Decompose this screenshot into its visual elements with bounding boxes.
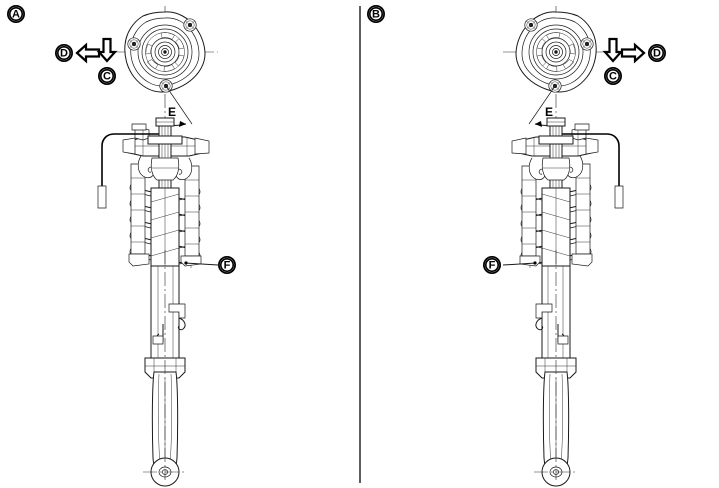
callout-direction-c-b: C <box>603 66 623 86</box>
strut-assembly-a <box>97 117 210 487</box>
callout-direction-d-a: D <box>54 43 74 63</box>
svg-text:F: F <box>224 260 231 272</box>
arrow-down-icon-b <box>603 37 623 63</box>
svg-text:D: D <box>60 48 68 60</box>
angle-e-label-a: E <box>168 105 176 119</box>
part-f-leader-b <box>502 261 537 266</box>
svg-text:C: C <box>609 71 617 83</box>
callout-part-f-a: F <box>217 255 237 275</box>
arrow-right-icon-b <box>620 43 646 63</box>
strut-upper-mount-plate-a <box>124 11 206 93</box>
panel-label-a: A <box>6 4 26 24</box>
callout-part-f-b: F <box>482 255 502 275</box>
panel-b: E B D <box>366 4 667 487</box>
angle-e-label-b: E <box>545 105 553 119</box>
svg-text:C: C <box>103 71 111 83</box>
arrow-down-icon-a <box>97 37 117 63</box>
panel-label-b: B <box>366 4 386 24</box>
strut-upper-mount-plate-b <box>515 11 597 93</box>
svg-text:D: D <box>653 48 661 60</box>
arrow-left-icon-a <box>75 43 101 63</box>
svg-text:A: A <box>12 9 20 21</box>
svg-text:B: B <box>372 9 380 21</box>
strut-assembly-b <box>511 117 624 487</box>
svg-text:F: F <box>489 260 496 272</box>
callout-direction-d-b: D <box>647 43 667 63</box>
panel-a: E A D <box>6 4 237 487</box>
callout-direction-c-a: C <box>97 66 117 86</box>
part-f-leader-a <box>184 261 219 266</box>
